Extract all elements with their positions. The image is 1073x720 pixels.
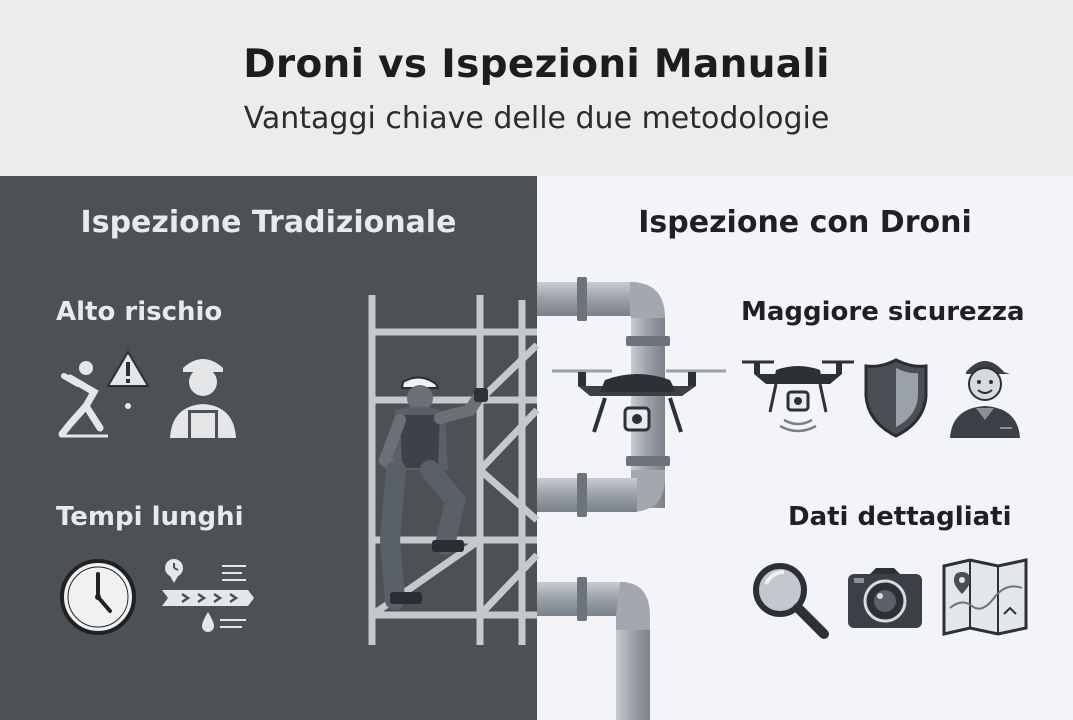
drone-icon (742, 360, 854, 433)
page-subtitle: Vantaggi chiave delle due metodologie (243, 101, 830, 136)
timeline-icon (162, 559, 254, 632)
point-label-high-risk: Alto rischio (56, 297, 223, 327)
worker-hardhat-icon (170, 359, 236, 438)
smiling-operator-icon (950, 361, 1020, 438)
header-band (0, 0, 1073, 176)
drone-illustration (552, 369, 726, 433)
pipe-network (537, 277, 670, 720)
falling-worker-warning-icon (58, 350, 150, 438)
map-icon (942, 558, 1028, 636)
page-title: Droni vs Ispezioni Manuali (243, 42, 830, 87)
shield-icon (864, 358, 928, 438)
point-label-long-times: Tempi lunghi (56, 502, 244, 532)
drone-heading: Ispezione con Droni (638, 205, 972, 240)
camera-icon (848, 568, 922, 628)
point-label-more-safety: Maggiore sicurezza (741, 297, 1025, 327)
climbing-worker (377, 376, 488, 610)
point-label-detailed-data: Dati dettagliati (788, 502, 1012, 532)
clock-icon (60, 559, 136, 635)
magnifier-icon (753, 563, 829, 639)
traditional-heading: Ispezione Tradizionale (80, 205, 457, 240)
